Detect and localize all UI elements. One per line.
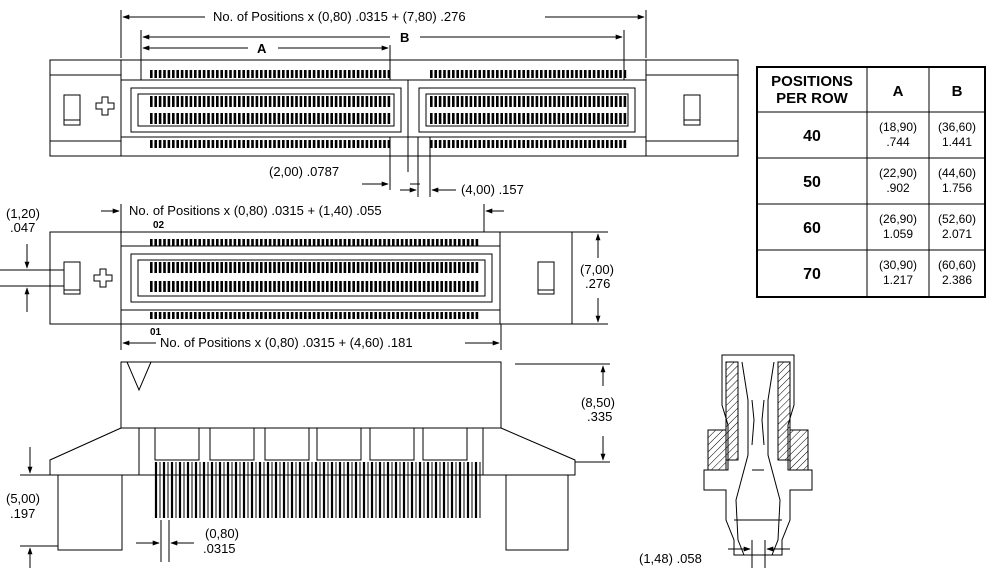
row-positions: 60 — [803, 220, 821, 237]
row-a-mm: (22,90) — [879, 166, 917, 180]
pin-label-01: 01 — [150, 327, 162, 338]
row-a-in: 1.217 — [883, 273, 913, 287]
gap-dim: (2,00) .0787 — [269, 164, 339, 179]
top-view — [49, 10, 739, 157]
height-dim-in: .276 — [585, 276, 610, 291]
row-positions: 50 — [803, 174, 821, 191]
row-b-mm: (52,60) — [938, 212, 976, 226]
middle-overall-dim: No. of Positions x (0,80) .0315 + (1,40)… — [129, 203, 382, 218]
top-overall-dim: No. of Positions x (0,80) .0315 + (7,80)… — [213, 9, 466, 24]
row-a-mm: (26,90) — [879, 212, 917, 226]
middle-view-contacts — [150, 239, 479, 319]
row-a-in: 1.059 — [883, 227, 913, 241]
left-dim-mm: (1,20) — [6, 206, 40, 221]
side-height-in: .335 — [587, 409, 612, 424]
left-dim-in: .047 — [10, 220, 35, 235]
pitch-dim-mm: (0,80) — [205, 526, 239, 541]
row-a-in: .902 — [886, 181, 910, 195]
row-a-mm: (30,90) — [879, 258, 917, 272]
positions-table: POSITIONS PER ROW A B 40 (18,90) .744 (3… — [756, 66, 986, 298]
dimension-labels: No. of Positions x (0,80) .0315 + (7,80)… — [6, 9, 702, 566]
tail-dim-in: .197 — [10, 506, 35, 521]
label-b: B — [400, 30, 409, 45]
pin-label-02: 02 — [153, 220, 165, 231]
middle-view — [0, 204, 608, 350]
row-a-mm: (18,90) — [879, 120, 917, 134]
tail-dim-mm: (5,00) — [6, 491, 40, 506]
side-overall-dim: No. of Positions x (0,80) .0315 + (4,60)… — [160, 335, 413, 350]
header-positions-line2: PER ROW — [776, 90, 849, 107]
row-b-mm: (44,60) — [938, 166, 976, 180]
header-b: B — [952, 83, 963, 100]
row-positions: 40 — [803, 128, 821, 145]
top-view-contacts — [150, 70, 627, 148]
height-dim-mm: (7,00) — [580, 262, 614, 277]
row-a-in: .744 — [886, 135, 910, 149]
pitch-dim-in: .0315 — [203, 541, 236, 556]
row-b-in: 2.071 — [942, 227, 972, 241]
header-a: A — [893, 83, 904, 100]
row-b-in: 1.441 — [942, 135, 972, 149]
row-positions: 70 — [803, 266, 821, 283]
side-height-mm: (8,50) — [581, 395, 615, 410]
row-b-mm: (36,60) — [938, 120, 976, 134]
row-b-in: 1.756 — [942, 181, 972, 195]
row-b-in: 2.386 — [942, 273, 972, 287]
side-view-tails — [154, 462, 481, 518]
row-b-mm: (60,60) — [938, 258, 976, 272]
section-width-dim: (1,48) .058 — [639, 551, 702, 566]
key-dim: (4,00) .157 — [461, 182, 524, 197]
label-a: A — [257, 41, 267, 56]
header-positions-line1: POSITIONS — [771, 73, 853, 90]
top-view-gap-dims — [362, 137, 456, 197]
section-view — [703, 354, 813, 568]
